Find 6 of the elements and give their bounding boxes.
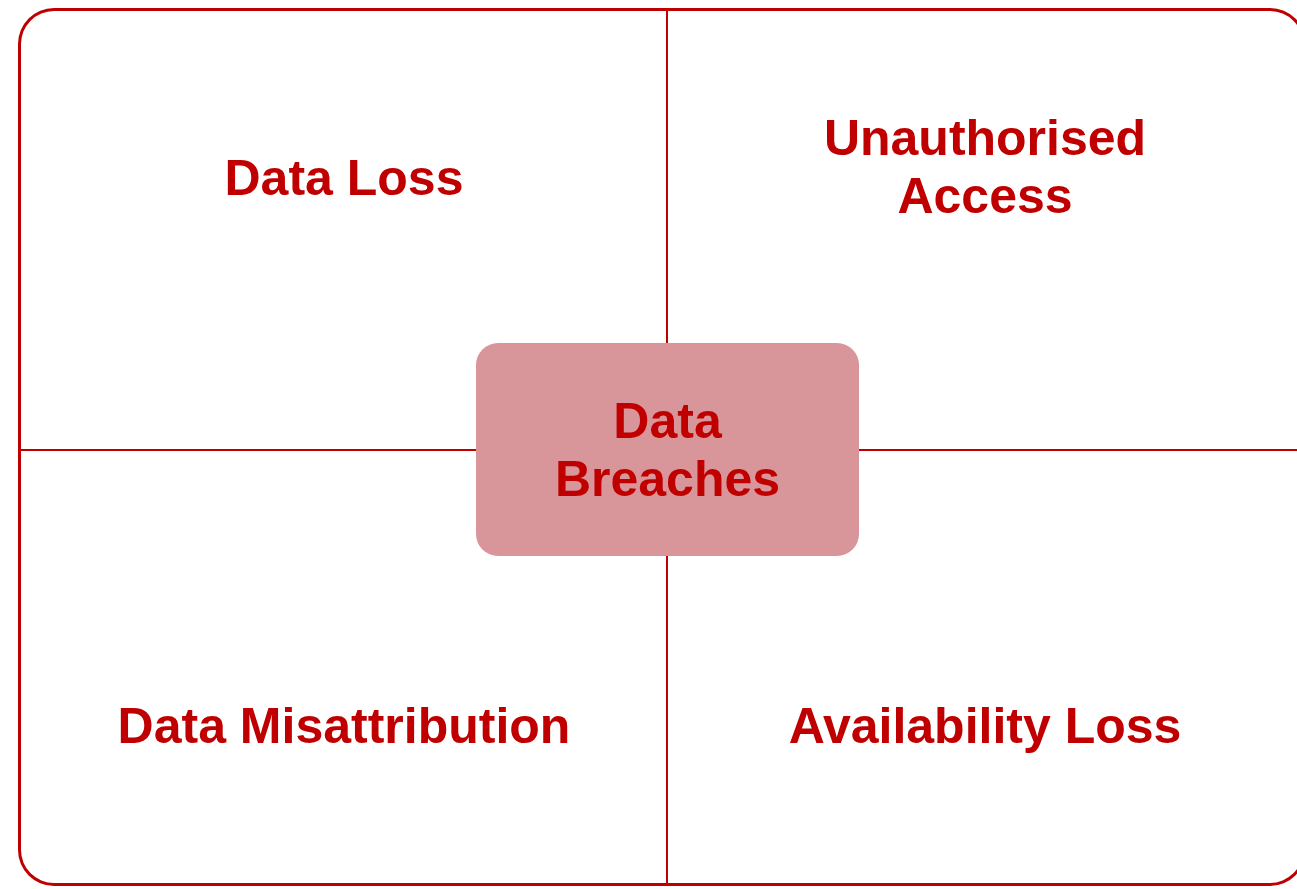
quadrant-label: Data Misattribution [117,697,571,755]
center-label: Data Breaches [553,391,782,508]
quadrant-label: Availability Loss [788,697,1182,755]
quadrant-label: Data Loss [224,149,464,207]
center-box [476,343,859,556]
quadrant-label: Unauthorised Access [822,109,1148,225]
